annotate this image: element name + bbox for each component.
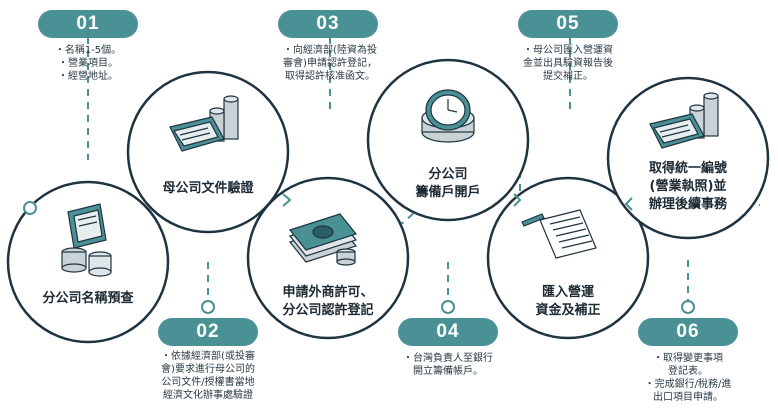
note-line: 開立籌備帳戶。 <box>413 366 483 377</box>
title-line: 分公司 <box>428 167 468 182</box>
node-06 <box>681 300 695 314</box>
step-notes-01: ・名稱1-5個。 ・營業項目。 ・經營地址。 <box>48 44 128 83</box>
step-number-02: 02 <box>158 318 258 346</box>
step-number-04: 04 <box>398 318 498 346</box>
step-circle-06 <box>606 76 770 240</box>
note-line: 取得認許核准函文。 <box>285 71 375 82</box>
node-02 <box>201 300 215 314</box>
card-coins-icon-02 <box>169 95 239 152</box>
title-line: 分公司名稱預查 <box>42 291 134 306</box>
title-line: 母公司文件驗證 <box>162 181 254 196</box>
note-line: ・營業項目。 <box>58 58 118 69</box>
title-line: 辦理後續事務 <box>648 197 727 212</box>
step-notes-05: ・母公司匯入營運資 金並出具驗資報告後 提交補正。 <box>508 44 628 83</box>
card-coins-icon-06 <box>649 92 719 149</box>
arrow-06 <box>624 197 633 211</box>
title-line: 資金及補正 <box>535 303 601 318</box>
note-line: 金並出具驗資報告後 <box>523 58 613 69</box>
step-notes-04: ・台灣負責人至銀行 開立籌備帳戶。 <box>393 352 503 378</box>
step-notes-06: ・取得變更事項 登記表。 ・完成銀行/稅務/進 出口項目申請。 <box>632 352 744 404</box>
note-line: 審會)申請認許登記， <box>283 58 377 69</box>
note-line: 公司文件/授權書當地 <box>161 377 255 388</box>
note-line: ・向經濟部(陸資為投 <box>283 45 377 56</box>
title-line: 分公司認許登記 <box>282 303 374 318</box>
step-title-05: 匯入營運 資金及補正 <box>508 284 628 320</box>
step-circle-02 <box>126 70 290 234</box>
step-circle-05 <box>486 176 650 340</box>
cracked-document-coins-icon <box>61 203 112 277</box>
note-line: ・台灣負責人至銀行 <box>403 353 493 364</box>
note-line: 登記表。 <box>668 366 708 377</box>
step-circle-01 <box>6 180 170 344</box>
note-line: ・名稱1-5個。 <box>54 45 122 56</box>
note-line: 經濟文化辦事處驗證 <box>163 390 253 401</box>
title-line: 取得統一編號 <box>648 161 727 176</box>
note-line: ・經營地址。 <box>58 71 118 82</box>
note-line: 提交補正。 <box>543 71 593 82</box>
arrow-04 <box>513 193 522 207</box>
arrow-02 <box>282 193 292 207</box>
step-number-05: 05 <box>518 10 618 38</box>
step-number-01: 01 <box>38 10 138 38</box>
step-number-03: 03 <box>278 10 378 38</box>
node-04 <box>441 300 455 314</box>
title-line: (營業執照)並 <box>649 179 727 194</box>
note-line: ・完成銀行/稅務/進 <box>644 379 732 390</box>
title-line: 申請外商許可、 <box>282 285 374 300</box>
step-title-02: 母公司文件驗證 <box>148 180 268 198</box>
step-title-06: 取得統一編號 (營業執照)並 辦理後續事務 <box>628 160 748 214</box>
step-title-03: 申請外商許可、 分公司認許登記 <box>268 284 388 320</box>
node-left <box>23 201 37 215</box>
step-notes-02: ・依據經濟部(或投審 會)要求進行母公司的 公司文件/授權書當地 經濟文化辦事處… <box>148 350 268 402</box>
note-line: 會)要求進行母公司的 <box>161 364 255 375</box>
note-line: 出口項目申請。 <box>653 392 723 403</box>
step-number-06: 06 <box>638 318 738 346</box>
title-line: 匯入營運 <box>541 285 594 300</box>
step-title-01: 分公司名稱預查 <box>28 290 148 308</box>
note-line: ・依據經濟部(或投審 <box>161 351 255 362</box>
title-line: 籌備戶開戶 <box>415 185 481 200</box>
step-title-04: 分公司 籌備戶開戶 <box>388 166 508 202</box>
notepad-pen-icon <box>521 209 597 259</box>
money-stack-icon <box>288 213 358 266</box>
step-circle-03 <box>246 176 410 340</box>
note-line: ・母公司匯入營運資 <box>523 45 613 56</box>
clock-coins-icon <box>421 89 475 143</box>
step-notes-03: ・向經濟部(陸資為投 審會)申請認許登記， 取得認許核准函文。 <box>268 44 392 83</box>
note-line: ・取得變更事項 <box>653 353 723 364</box>
